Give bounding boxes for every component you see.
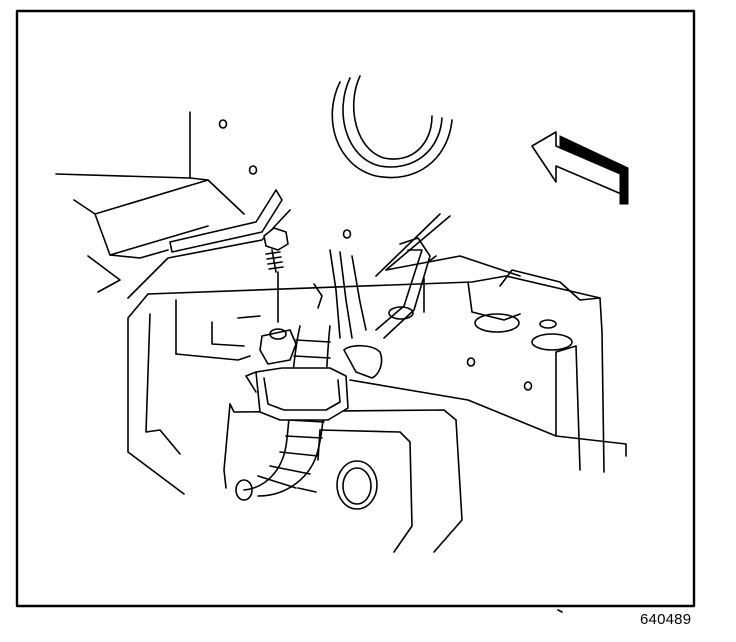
bolt: [263, 227, 289, 323]
cross-member-holes: [388, 306, 573, 391]
slotted-bracket: [127, 189, 291, 299]
direction-arrow: [531, 131, 629, 205]
figure-number: 640489: [640, 611, 692, 628]
corner-ticks: [557, 609, 563, 613]
panel-holes: [218, 119, 352, 239]
wiring-harness: [235, 213, 451, 501]
large-opening: [331, 75, 453, 179]
upper-left-panel: [55, 111, 245, 293]
lower-support: [223, 403, 463, 553]
cross-member: [127, 255, 627, 495]
figure-frame: [15, 9, 696, 608]
